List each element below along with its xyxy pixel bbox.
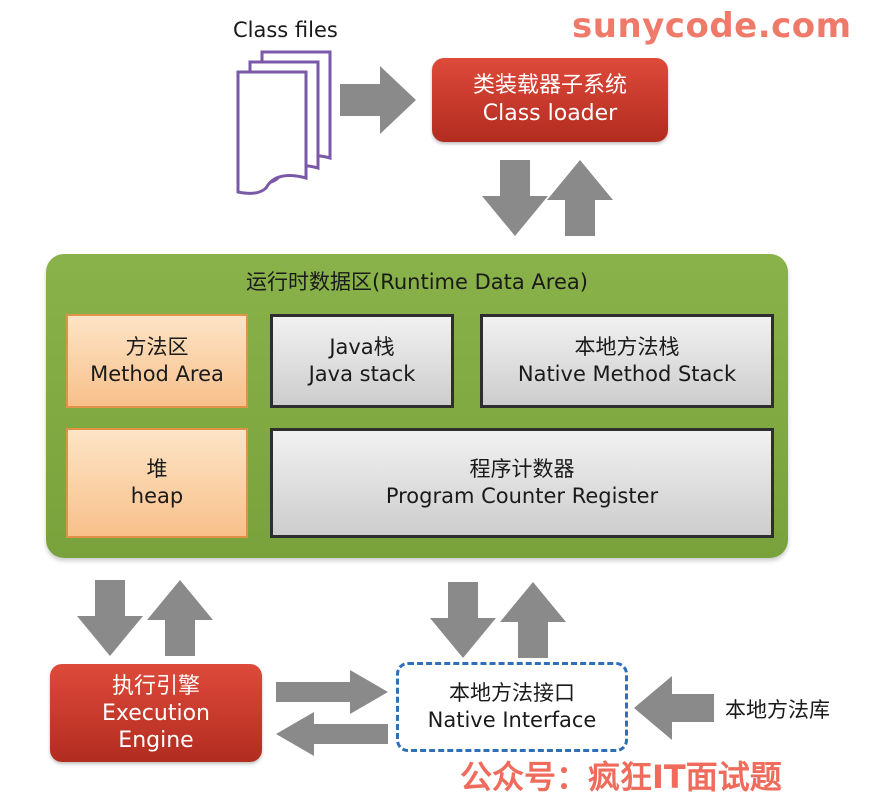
native-method-stack-box: 本地方法栈 Native Method Stack [480,314,774,408]
class-loader-en: Class loader [482,101,618,126]
execution-engine-zh: 执行引擎 [111,673,200,699]
arrow-native-up [500,582,566,658]
watermark-wechat: 公众号：疯狂IT面试题 [460,758,782,796]
native-method-stack-en: Native Method Stack [517,362,737,386]
arrow-engine-down [77,580,143,656]
arrow-interface-to-engine [276,712,388,756]
arrow-native-down [430,582,496,658]
execution-engine-box: 执行引擎 Execution Engine [50,664,262,762]
native-interface-box: 本地方法接口 Native Interface [396,662,628,752]
class-loader-box: 类装载器子系统 Class loader [432,58,668,142]
native-method-stack-zh: 本地方法栈 [574,335,680,359]
arrow-engine-up [147,580,213,656]
class-files-label: Class files [233,18,338,42]
execution-engine-en-line2: Engine [118,727,194,753]
heap-zh: 堆 [146,457,168,481]
method-area-en: Method Area [90,362,224,386]
class-files-icon [236,50,332,195]
runtime-data-area-title: 运行时数据区(Runtime Data Area) [246,270,588,294]
execution-engine-en-line1: Execution [102,700,210,726]
arrow-files-to-loader [340,66,416,134]
native-interface-en: Native Interface [427,708,597,732]
method-area-box: 方法区 Method Area [66,314,248,408]
program-counter-en: Program Counter Register [385,484,659,508]
watermark-site: sunycode.com [572,6,852,46]
java-stack-box: Java栈 Java stack [270,314,454,408]
class-loader-zh: 类装载器子系统 [472,73,627,98]
method-area-zh: 方法区 [125,335,189,359]
arrow-library-to-interface [634,676,714,740]
heap-en: heap [130,484,184,508]
arrow-loader-down [482,160,548,236]
java-stack-zh: Java栈 [329,335,395,359]
heap-box: 堆 heap [66,428,248,538]
program-counter-zh: 程序计数器 [469,457,575,481]
program-counter-box: 程序计数器 Program Counter Register [270,428,774,538]
arrow-loader-up [547,160,613,236]
arrow-engine-to-interface [276,670,388,714]
java-stack-en: Java stack [308,362,416,386]
native-interface-zh: 本地方法接口 [449,681,575,705]
native-library-label: 本地方法库 [725,698,830,722]
